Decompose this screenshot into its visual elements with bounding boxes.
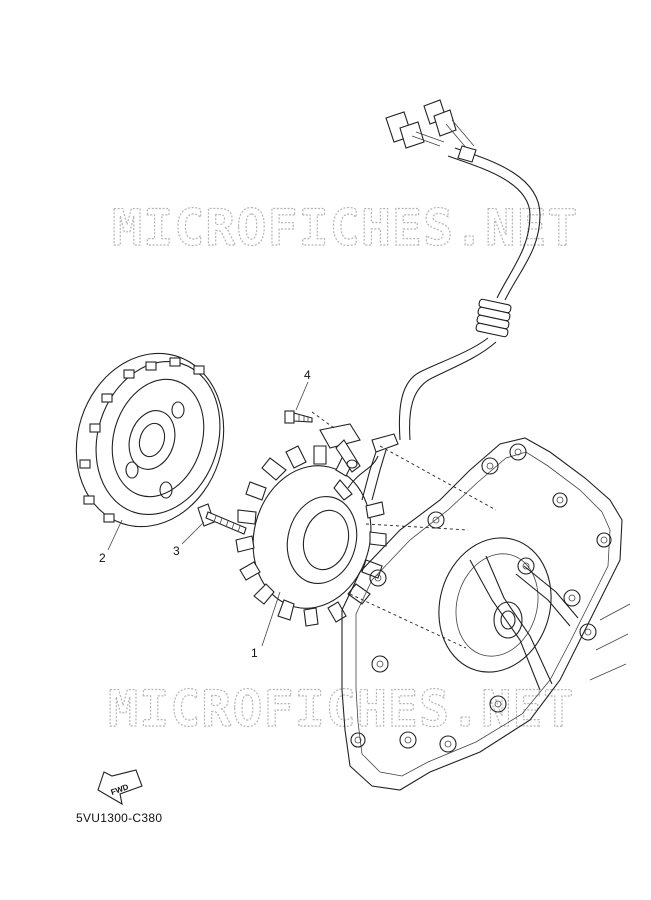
- watermark-top: MICROFICHES.NET: [112, 199, 579, 257]
- flywheel-rotor: [75, 352, 225, 528]
- stator-coil: [235, 445, 387, 627]
- wire-connector-right: [423, 99, 475, 151]
- callout-2: 2: [99, 519, 123, 565]
- bolt-part-3: [197, 503, 247, 535]
- crankcase-bolt-bosses: [350, 443, 612, 753]
- fwd-arrow-icon: FWD: [97, 769, 143, 806]
- callout-4: 4: [295, 368, 311, 411]
- wire-harness: [385, 99, 541, 441]
- callout-2-label: 2: [99, 551, 106, 565]
- callout-4-label: 4: [304, 368, 311, 382]
- callout-1-label: 1: [251, 646, 258, 660]
- screw-part-4: [284, 410, 313, 424]
- alignment-lines: [311, 411, 497, 649]
- watermark-bottom: MICROFICHES.NET: [108, 680, 575, 738]
- callout-3: 3: [173, 521, 205, 558]
- pickup-coil-bracket: [319, 423, 399, 501]
- crankcase-cover: [341, 437, 631, 791]
- part-code: 5VU1300-C380: [76, 811, 163, 825]
- flywheel-magnets: [79, 357, 205, 523]
- callout-3-label: 3: [173, 544, 180, 558]
- stator-poles: [235, 445, 387, 627]
- wire-connector-left: [385, 111, 445, 149]
- wire-grommet: [475, 298, 512, 338]
- callout-1: 1: [251, 591, 281, 660]
